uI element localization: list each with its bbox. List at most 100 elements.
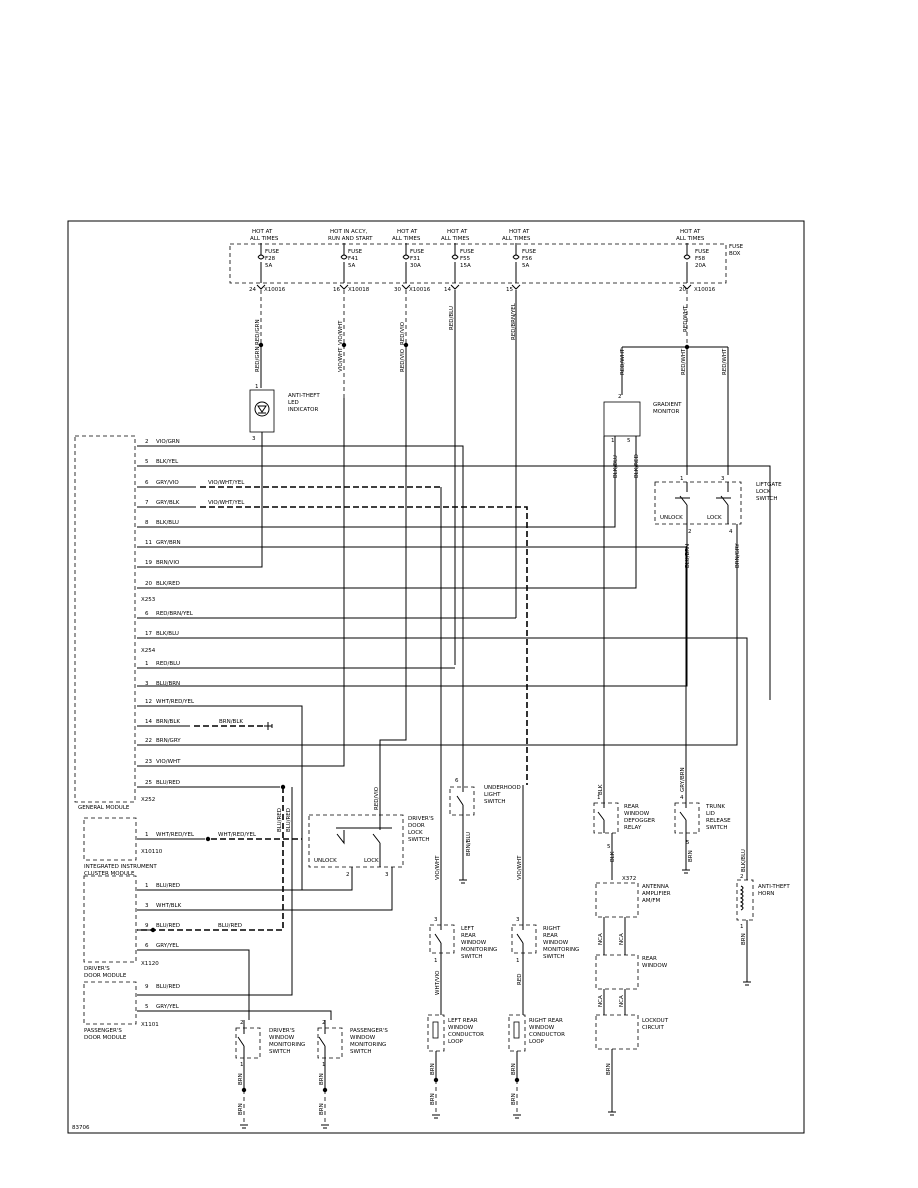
diagram-label: BRN — [319, 1073, 325, 1085]
diagram-label: BLK/BLU — [613, 455, 619, 478]
diagram-label: WHT/RED/YEL — [156, 832, 195, 838]
diagram-label: LID — [706, 811, 715, 817]
fuse-name: FUSE — [695, 249, 710, 255]
fuse-box: FUSE BOX — [229, 243, 744, 284]
fuse-f41: HOT IN ACCY, RUN AND START FUSE F41 5A 1… — [328, 229, 373, 345]
gradient-monitor: 2 1 5 GRADIENT MONITOR BLK/BLU BLK/RED — [137, 394, 682, 589]
diagram-label: 5 — [686, 840, 690, 846]
fuse-f28: HOT AT ALL TIMES FUSE F28 5A 24 X10016 R… — [249, 229, 286, 345]
fuse-box-label-1: FUSE — [729, 244, 744, 250]
diagram-label: 9 — [145, 923, 149, 929]
diagram-label: GRY/VIO — [156, 480, 179, 486]
wire-color: BLU/RED — [286, 808, 292, 832]
diagram-label: BRN — [741, 933, 747, 945]
diagram-label: GRY/BRN — [156, 540, 181, 546]
wire-color: RED/GRN — [255, 346, 261, 372]
diagram-label: LOOP — [529, 1039, 545, 1045]
fuse-pin: 14 — [444, 287, 451, 293]
diagram-label: LIFTGATE — [756, 482, 782, 488]
drivers-door-lock-switch: DRIVER'S DOOR LOCK SWITCH UNLOCK LOCK 2 … — [137, 786, 434, 911]
diagram-label: 9 — [145, 984, 149, 990]
diagram-label: BRN — [606, 1063, 612, 1075]
diagram-label: 11 — [145, 540, 152, 546]
diagram-label: 2 — [145, 439, 149, 445]
diagram-label: 2 — [240, 1020, 244, 1026]
figure-id: 83706 — [72, 1125, 90, 1131]
anti-theft-led-indicator: 1 3 ANTI-THEFT LED INDICATOR — [137, 384, 320, 568]
diagram-label: SWITCH — [706, 825, 728, 831]
fuse-connector: X10016 — [409, 287, 431, 293]
diagram-label: CIRCUIT — [642, 1025, 664, 1031]
diagram-label: BRN/VIO — [156, 560, 180, 566]
diagram-label: REAR — [461, 933, 476, 939]
diagram-label: RED/VIO — [374, 786, 380, 810]
fuse-pin: 30 — [394, 287, 401, 293]
diagram-label: BLU/RED — [156, 923, 180, 929]
diagram-label: LOCKOUT — [642, 1018, 669, 1024]
diagram-label: BRN/GRY — [156, 738, 181, 744]
diagram-label: RIGHT REAR — [529, 1018, 563, 1024]
diagram-label: GRY/YEL — [156, 943, 180, 949]
diagram-label: REAR — [543, 933, 558, 939]
diagram-label: ANTI-THEFT — [758, 884, 790, 890]
diagram-label: AM/FM — [642, 898, 661, 904]
diagram-label: GRADIENT — [653, 402, 682, 408]
diagram-label: LED — [288, 400, 299, 406]
diagram-label: GRY/BLK — [156, 500, 180, 506]
right-rear-window-monitoring-switch: 3 1 RIGHT REAR WINDOW MONITORING SWITCH … — [511, 785, 579, 1015]
diagram-label: 5 — [627, 438, 631, 444]
fuse-id: F28 — [265, 256, 276, 262]
diagram-label: 1 — [516, 958, 520, 964]
fuse-hot-label: ALL TIMES — [392, 236, 421, 242]
diagram-label: SWITCH — [461, 954, 483, 960]
antenna-amplifier: X372 ANTENNA AMPLIFIER AM/FM — [595, 876, 671, 918]
diagram-label: BRN — [430, 1063, 436, 1075]
fuse-wire-color: RED/GRN — [255, 319, 261, 345]
fuse-box-label-2: BOX — [729, 251, 741, 257]
diagram-label: BRN — [511, 1063, 517, 1075]
diagram-label: DRIVER'S — [408, 816, 434, 822]
fuse-rating: 5A — [348, 263, 355, 269]
diagram-label: 17 — [145, 631, 152, 637]
diagram-label: X1120 — [141, 961, 159, 967]
drivers-door-module: DRIVER'S DOOR MODULE 1 BLU/RED 3 WHT/BLK… — [83, 875, 250, 1020]
antenna-wiring: NCA NCA NCA NCA BRN — [598, 917, 626, 1116]
diagram-label: BRN — [238, 1073, 244, 1085]
fuse-id: F31 — [410, 256, 420, 262]
diagram-label: 2 — [322, 1020, 326, 1026]
diagram-label: BRN/BLK — [156, 719, 180, 725]
fuse-connector: X10018 — [348, 287, 370, 293]
diagram-label: LOOP — [448, 1039, 464, 1045]
diagram-label: 2 — [618, 394, 622, 400]
fuse-id: F58 — [695, 256, 706, 262]
diagram-frame — [67, 220, 805, 1134]
diagram-label: VIO/GRN — [156, 439, 180, 445]
diagram-label: ANTI-THEFT — [288, 393, 320, 399]
underhood-light-switch: 6 UNDERHOOD LIGHT SWITCH BRN/BLU — [449, 778, 521, 884]
diagram-label: BLK/BLU — [741, 849, 747, 872]
diagram-label: DOOR MODULE — [84, 1035, 127, 1041]
fuse-name: FUSE — [522, 249, 537, 255]
fuse-rating: 5A — [265, 263, 272, 269]
diagram-label: 1 — [597, 795, 601, 801]
diagram-label: PASSENGER'S — [84, 1028, 122, 1034]
diagram-label: WHT/VIO — [435, 970, 441, 995]
diagram-label: 1 — [255, 384, 259, 390]
diagram-label: LOCK — [364, 858, 379, 864]
diagram-label: NCA — [619, 995, 625, 1007]
diagram-label: UNLOCK — [314, 858, 337, 864]
anti-theft-horn: 2 1 ANTI-THEFT HORN BLK/BLU BRN — [736, 849, 790, 986]
diagram-label: X1101 — [141, 1022, 159, 1028]
rear-window-defogger-relay: 1 5 REAR WINDOW DEFOGGER RELAY BLK BLK — [593, 436, 655, 880]
diagram-label: RIGHT — [543, 926, 561, 932]
diagram-label: INDICATOR — [288, 407, 318, 413]
fuse-wire-color: VIO/WHT — [338, 320, 344, 345]
diagram-label: LOCK — [707, 515, 722, 521]
diagram-label: MONITORING — [350, 1042, 386, 1048]
rear-window: REAR WINDOW — [595, 954, 668, 990]
fuse-connector: X10016 — [264, 287, 286, 293]
diagram-label: BLK — [610, 851, 616, 862]
blu-red-wire — [137, 787, 293, 996]
fuse-wire-color: RED/BLU — [449, 306, 455, 330]
